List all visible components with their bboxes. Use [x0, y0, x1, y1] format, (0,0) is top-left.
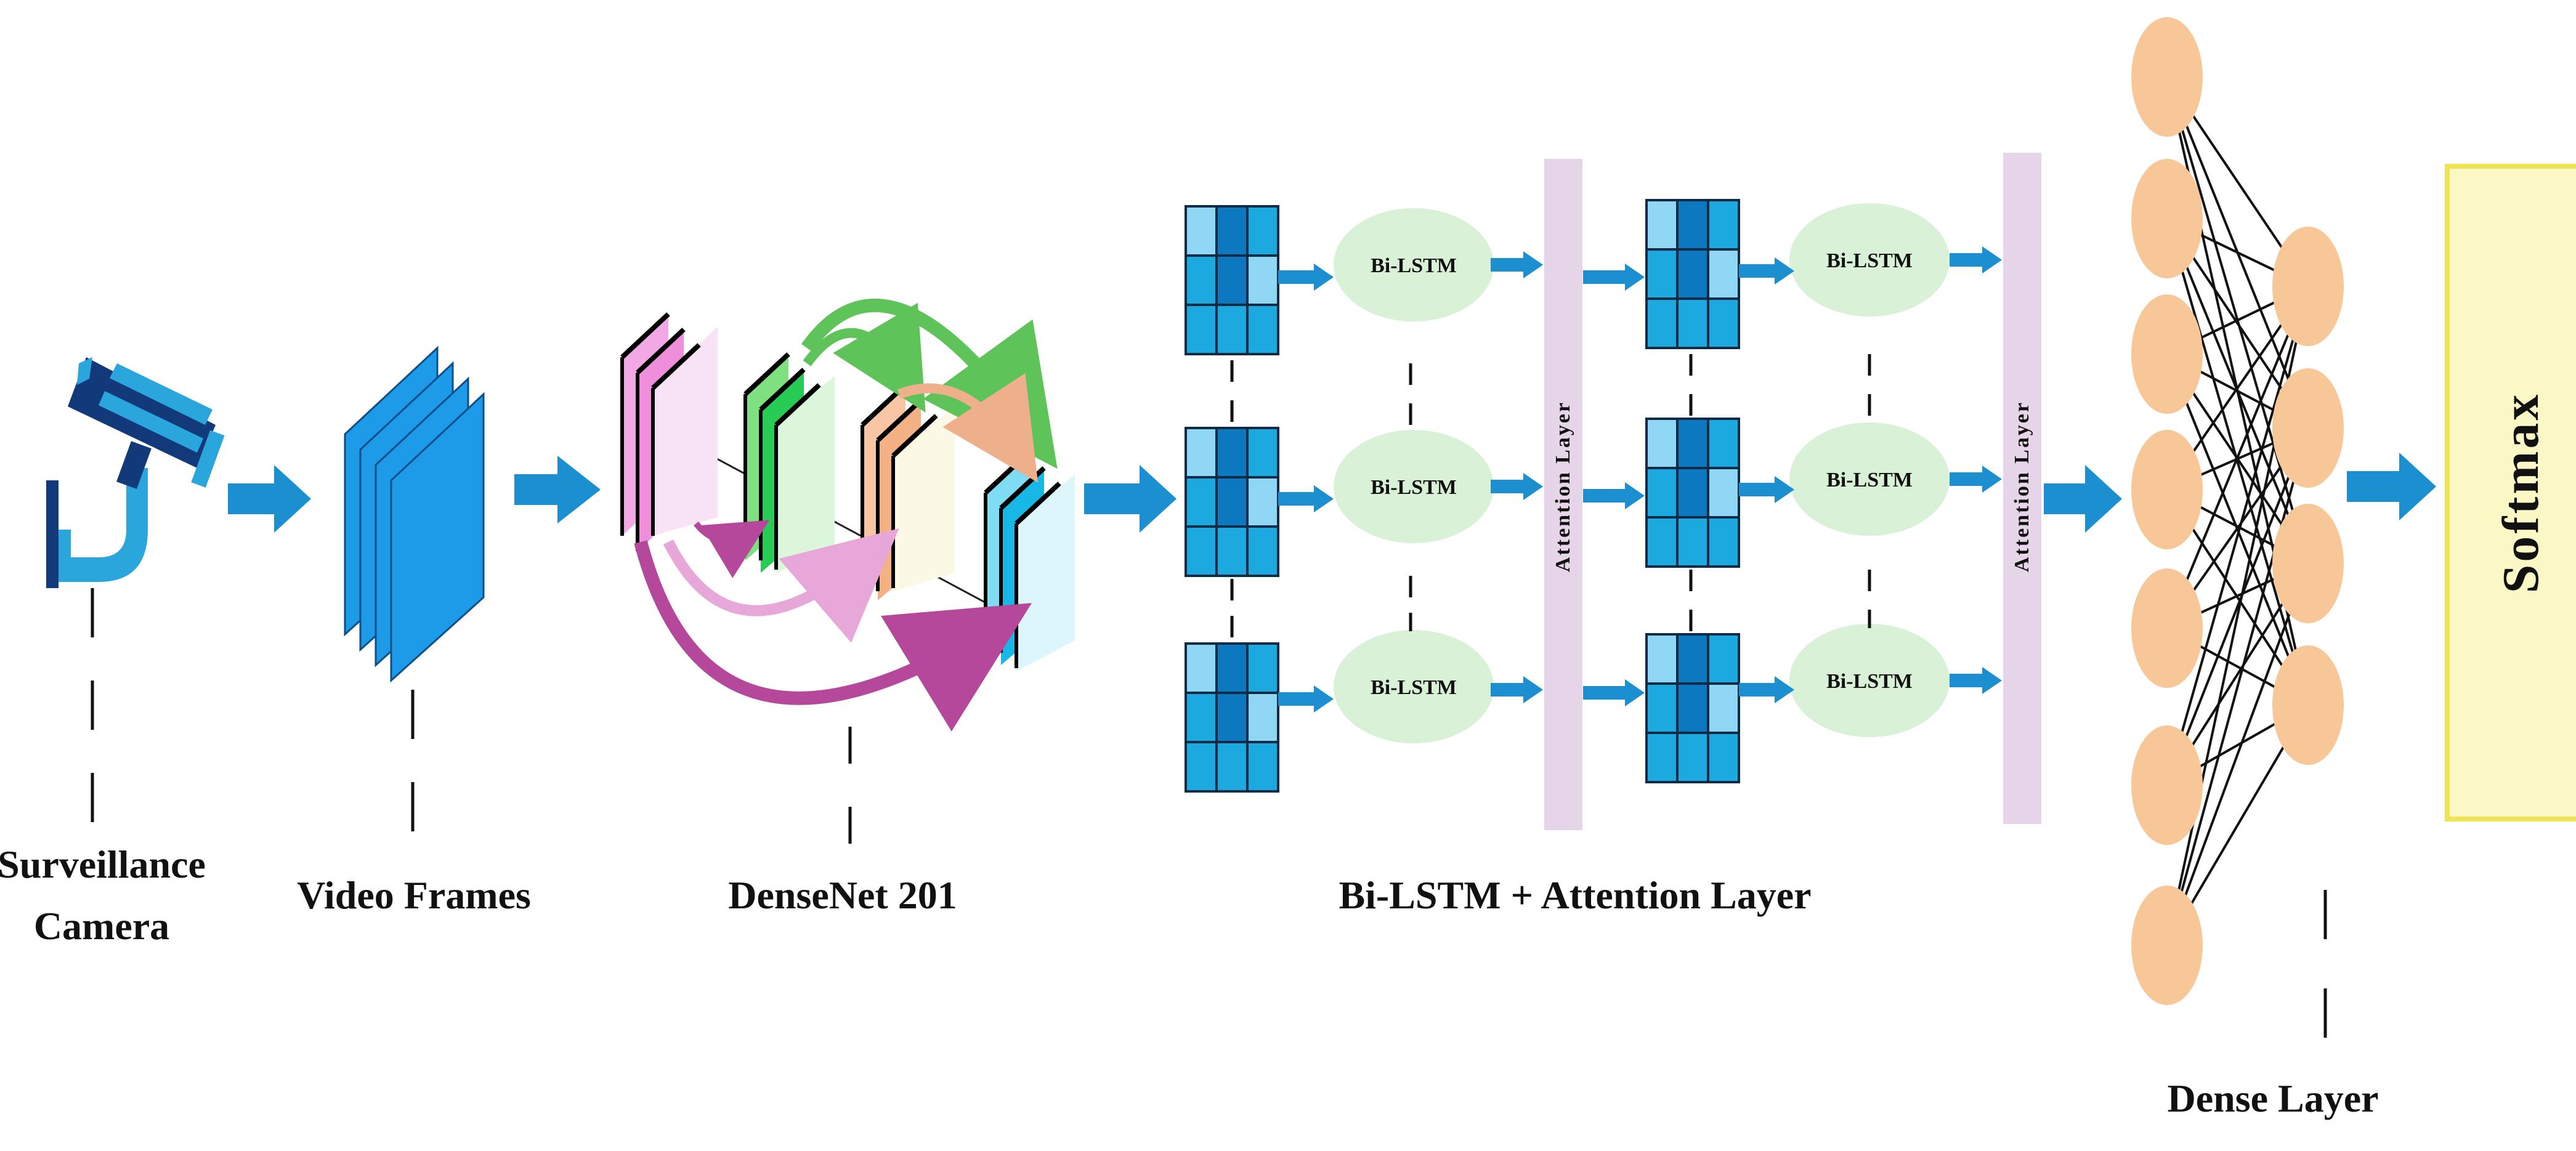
video-frames-icon [344, 345, 485, 683]
small-flow-arrow [1491, 676, 1543, 703]
small-flow-arrow [1739, 476, 1794, 503]
feature-grid [1185, 205, 1279, 355]
flow-arrow-5 [2347, 453, 2436, 520]
dense-node [2131, 294, 2203, 414]
bilstm-input-grids [1185, 199, 1740, 793]
feature-grid [1645, 633, 1740, 783]
small-flow-arrow [1278, 685, 1334, 713]
bilstm-node: Bi-LSTM [1334, 630, 1494, 743]
bilstm-node: Bi-LSTM [1789, 422, 1950, 536]
flow-arrow-4 [2044, 465, 2122, 533]
feature-grid [1645, 199, 1740, 349]
dense-node [2272, 504, 2344, 623]
camera-label-line1: Surveillance [0, 842, 206, 886]
dense-node [2131, 17, 2203, 137]
small-flow-arrow [1950, 246, 2002, 273]
attention-layer-1: Attention Layer [1544, 159, 1582, 830]
dense-node [2272, 645, 2344, 765]
small-flow-arrow [1739, 257, 1794, 285]
bilstm-arrows [1278, 246, 2002, 713]
attention-layer-2: Attention Layer [2003, 153, 2041, 824]
small-flow-arrow [1950, 667, 2002, 694]
bilstm-node-label: Bi-LSTM [1371, 676, 1457, 699]
small-flow-arrow [1278, 264, 1334, 291]
dense-nodes [2131, 17, 2344, 1005]
small-flow-arrow [1583, 679, 1645, 706]
camera-icon [46, 357, 225, 588]
flow-arrow-1 [228, 465, 311, 533]
feature-grid [1645, 418, 1740, 568]
softmax-block: Softmax [2445, 164, 2576, 822]
bilstm-node: Bi-LSTM [1789, 624, 1950, 737]
dense-node [2272, 368, 2344, 488]
bilstm-node-label: Bi-LSTM [1826, 469, 1913, 491]
dense-node [2272, 227, 2344, 346]
flow-arrow-3 [1084, 465, 1177, 533]
bilstm-node-label: Bi-LSTM [1371, 254, 1457, 277]
small-flow-arrow [1583, 264, 1645, 291]
frames-label: Video Frames [297, 873, 531, 917]
small-flow-arrow [1950, 466, 2002, 493]
dense-node [2131, 568, 2203, 688]
small-flow-arrow [1491, 251, 1543, 278]
densenet-label: DenseNet 201 [728, 873, 957, 917]
bilstm-node-label: Bi-LSTM [1826, 249, 1913, 272]
bilstm-node-label: Bi-LSTM [1826, 670, 1913, 693]
camera-label-line2: Camera [34, 904, 169, 948]
attention-layer-2-label: Attention Layer [2011, 401, 2033, 572]
flow-arrow-2 [514, 456, 601, 523]
bilstm-nodes: Bi-LSTM Bi-LSTM Bi-LSTM Bi-LSTM Bi-LSTM Bi-LS… [1334, 203, 1950, 743]
feature-grid [1185, 642, 1279, 793]
bilstm-section-label: Bi-LSTM + Attention Layer [1339, 873, 1811, 917]
small-flow-arrow [1278, 485, 1334, 512]
bilstm-node-label: Bi-LSTM [1371, 476, 1457, 499]
attention-layer-1-label: Attention Layer [1552, 401, 1574, 572]
softmax-label: Softmax [2492, 392, 2550, 594]
bilstm-node: Bi-LSTM [1334, 208, 1494, 321]
bilstm-node: Bi-LSTM [1334, 430, 1494, 543]
dense-node [2131, 725, 2203, 845]
bilstm-node: Bi-LSTM [1789, 203, 1950, 317]
dense-node [2131, 159, 2203, 278]
densenet-block [620, 298, 1075, 732]
small-flow-arrow [1491, 473, 1543, 500]
dense-node [2131, 430, 2203, 549]
dense-label: Dense Layer [2167, 1076, 2378, 1120]
dense-node [2131, 886, 2203, 1005]
small-flow-arrow [1583, 482, 1645, 509]
small-flow-arrow [1739, 676, 1794, 703]
feature-grid [1185, 427, 1279, 577]
bilstm-row-dashes [1230, 354, 1871, 637]
